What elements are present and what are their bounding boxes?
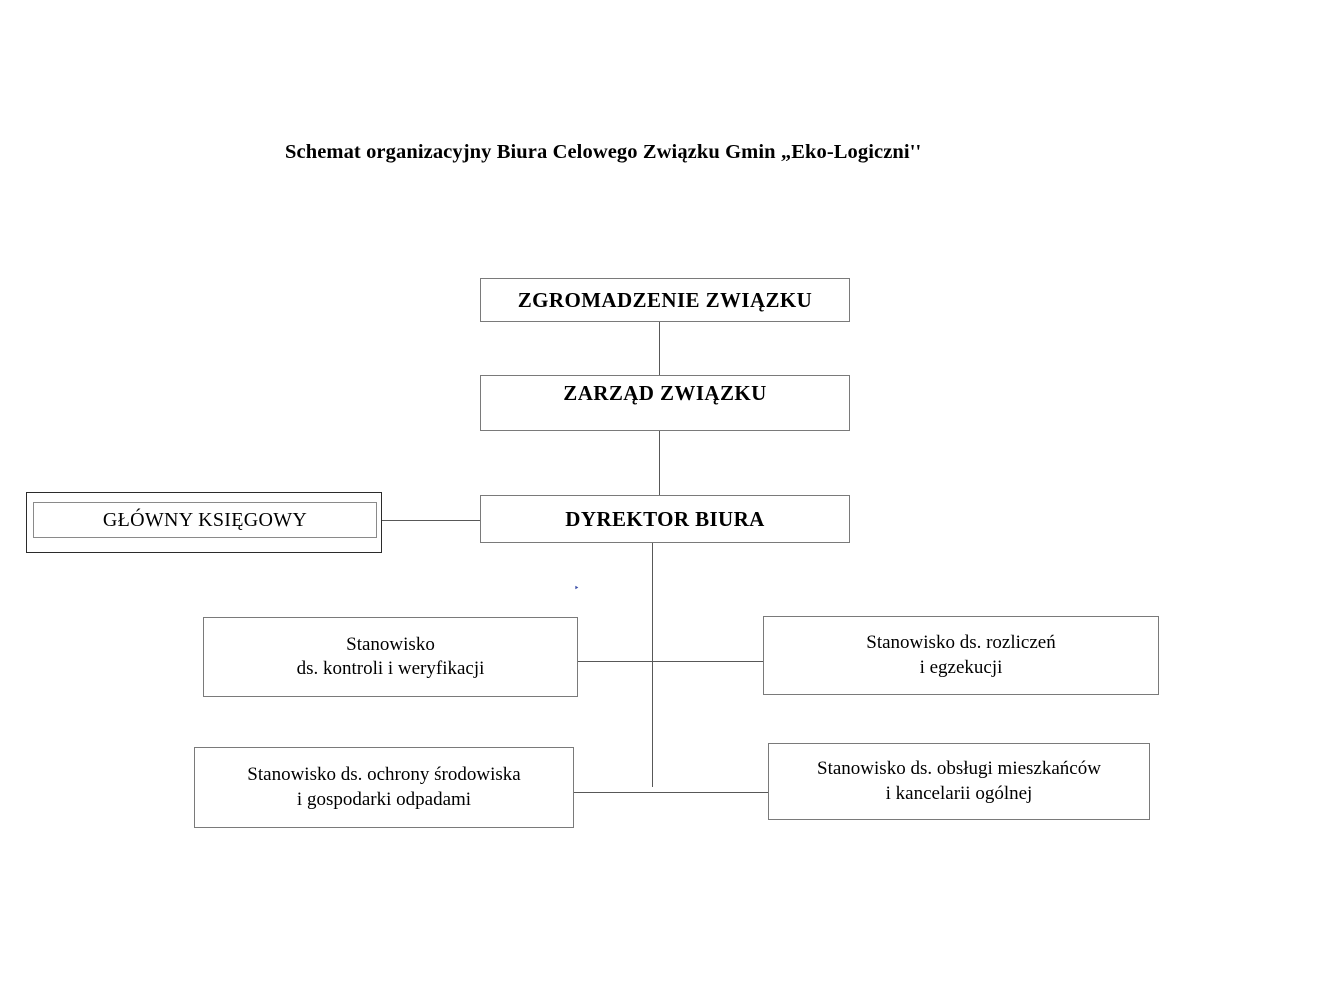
connector-bottom-row bbox=[574, 792, 768, 793]
node-stanowisko-rozliczen-egzekucji: Stanowisko ds. rozliczeń i egzekucji bbox=[763, 616, 1159, 695]
node-glowny-ksiegowy-label: GŁÓWNY KSIĘGOWY bbox=[102, 508, 308, 531]
connector-assembly-to-board bbox=[659, 322, 660, 375]
node-zgromadzenie-zwiazku-label: ZGROMADZENIE ZWIĄZKU bbox=[517, 287, 813, 312]
connector-accountant-to-director bbox=[382, 520, 480, 521]
node-glowny-ksiegowy: GŁÓWNY KSIĘGOWY bbox=[26, 492, 382, 553]
node-dyrektor-biura: DYREKTOR BIURA bbox=[480, 495, 850, 543]
connector-director-trunk bbox=[652, 543, 653, 787]
node-stanowisko-kontroli-weryfikacji: Stanowisko ds. kontroli i weryfikacji bbox=[203, 617, 578, 697]
connector-board-to-director bbox=[659, 431, 660, 495]
page-title: Schemat organizacyjny Biura Celowego Zwi… bbox=[285, 141, 922, 163]
node-dyrektor-biura-label: DYREKTOR BIURA bbox=[565, 506, 765, 531]
node-stanowisko-ochrony-srodowiska-label: Stanowisko ds. ochrony środowiska i gosp… bbox=[247, 764, 521, 810]
node-stanowisko-obslugi-mieszkancow-label: Stanowisko ds. obsługi mieszkańców i kan… bbox=[817, 758, 1101, 804]
node-zarzad-zwiazku-label: ZARZĄD ZWIĄZKU bbox=[563, 381, 767, 405]
connector-middle-row bbox=[578, 661, 763, 662]
node-stanowisko-rozliczen-egzekucji-label: Stanowisko ds. rozliczeń i egzekucji bbox=[866, 632, 1056, 678]
node-glowny-ksiegowy-inner-frame: GŁÓWNY KSIĘGOWY bbox=[33, 502, 377, 538]
node-stanowisko-ochrony-srodowiska: Stanowisko ds. ochrony środowiska i gosp… bbox=[194, 747, 574, 828]
node-stanowisko-kontroli-weryfikacji-label: Stanowisko ds. kontroli i weryfikacji bbox=[296, 633, 485, 679]
node-stanowisko-obslugi-mieszkancow: Stanowisko ds. obsługi mieszkańców i kan… bbox=[768, 743, 1150, 820]
node-zarzad-zwiazku: ZARZĄD ZWIĄZKU bbox=[480, 375, 850, 431]
node-zgromadzenie-zwiazku: ZGROMADZENIE ZWIĄZKU bbox=[480, 278, 850, 322]
stray-mark-artifact: ‣ bbox=[574, 583, 580, 593]
